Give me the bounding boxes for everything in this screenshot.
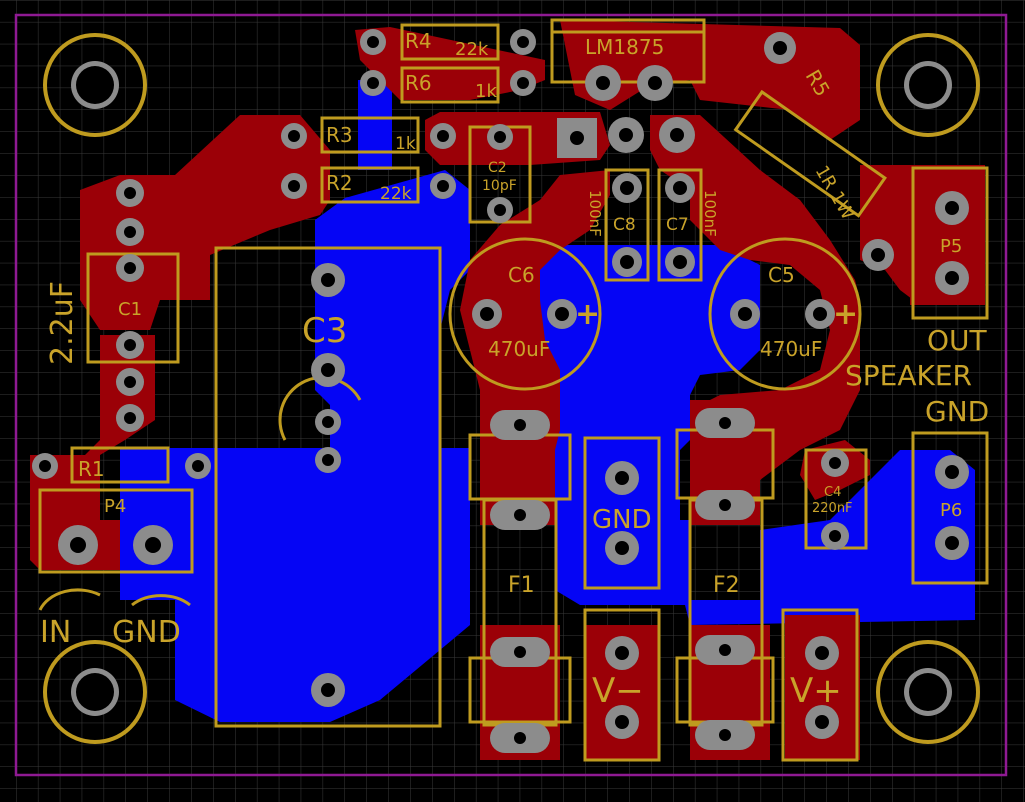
label-c3: C3 <box>302 311 347 351</box>
silkscreen-labels: R4 22k R6 1k LM1875 R3 1k R2 22k C2 10pF… <box>40 29 989 711</box>
label-speaker-gnd: GND <box>925 395 989 428</box>
label-c6: C6 <box>508 263 535 287</box>
label-speaker: SPEAKER <box>845 359 972 392</box>
label-c6-plus: + <box>575 297 600 332</box>
label-vplus: V+ <box>790 671 842 711</box>
label-r6: R6 <box>405 71 432 95</box>
label-c5-value: 470uF <box>760 337 822 361</box>
silkscreen-outlines <box>38 18 989 762</box>
label-c7-value: 100nF <box>701 190 719 237</box>
label-r2-value: 22k <box>380 184 412 204</box>
label-r4-value: 22k <box>455 39 489 60</box>
mounting-hole-top-right <box>876 33 980 137</box>
label-c1-value: 2.2uF <box>45 281 80 365</box>
label-r2: R2 <box>326 171 353 195</box>
mounting-hole-top-left <box>43 33 147 137</box>
board-outline <box>14 13 1008 777</box>
label-c1: C1 <box>118 299 142 320</box>
pads <box>32 29 969 753</box>
label-in: IN <box>40 615 71 650</box>
label-out: OUT <box>927 324 988 357</box>
label-c2-value: 10pF <box>482 178 517 194</box>
label-c4-value: 220nF <box>812 501 853 516</box>
label-r1: R1 <box>78 457 105 481</box>
label-gnd-center: GND <box>592 505 652 535</box>
label-c8: C8 <box>613 215 636 235</box>
label-r4: R4 <box>405 29 432 53</box>
label-p6: P6 <box>940 500 962 521</box>
label-p5: P5 <box>940 236 962 257</box>
label-c5-plus: + <box>833 297 858 332</box>
label-c6-value: 470uF <box>488 337 550 361</box>
label-r3-value: 1k <box>395 134 416 154</box>
label-r3: R3 <box>326 123 353 147</box>
mounting-hole-bottom-left <box>43 640 147 744</box>
label-r6-value: 1k <box>475 81 497 102</box>
label-c5: C5 <box>768 263 795 287</box>
label-vminus: V− <box>592 671 644 711</box>
label-c7: C7 <box>666 215 689 235</box>
label-p4: P4 <box>104 496 126 517</box>
label-c4: C4 <box>824 485 841 500</box>
label-c8-value: 100nF <box>586 190 604 237</box>
label-f1: F1 <box>508 573 535 598</box>
label-ic: LM1875 <box>585 35 664 59</box>
mounting-hole-bottom-right <box>876 640 980 744</box>
label-c2: C2 <box>488 160 507 176</box>
label-f2: F2 <box>713 573 740 598</box>
label-gnd-in: GND <box>112 615 181 650</box>
